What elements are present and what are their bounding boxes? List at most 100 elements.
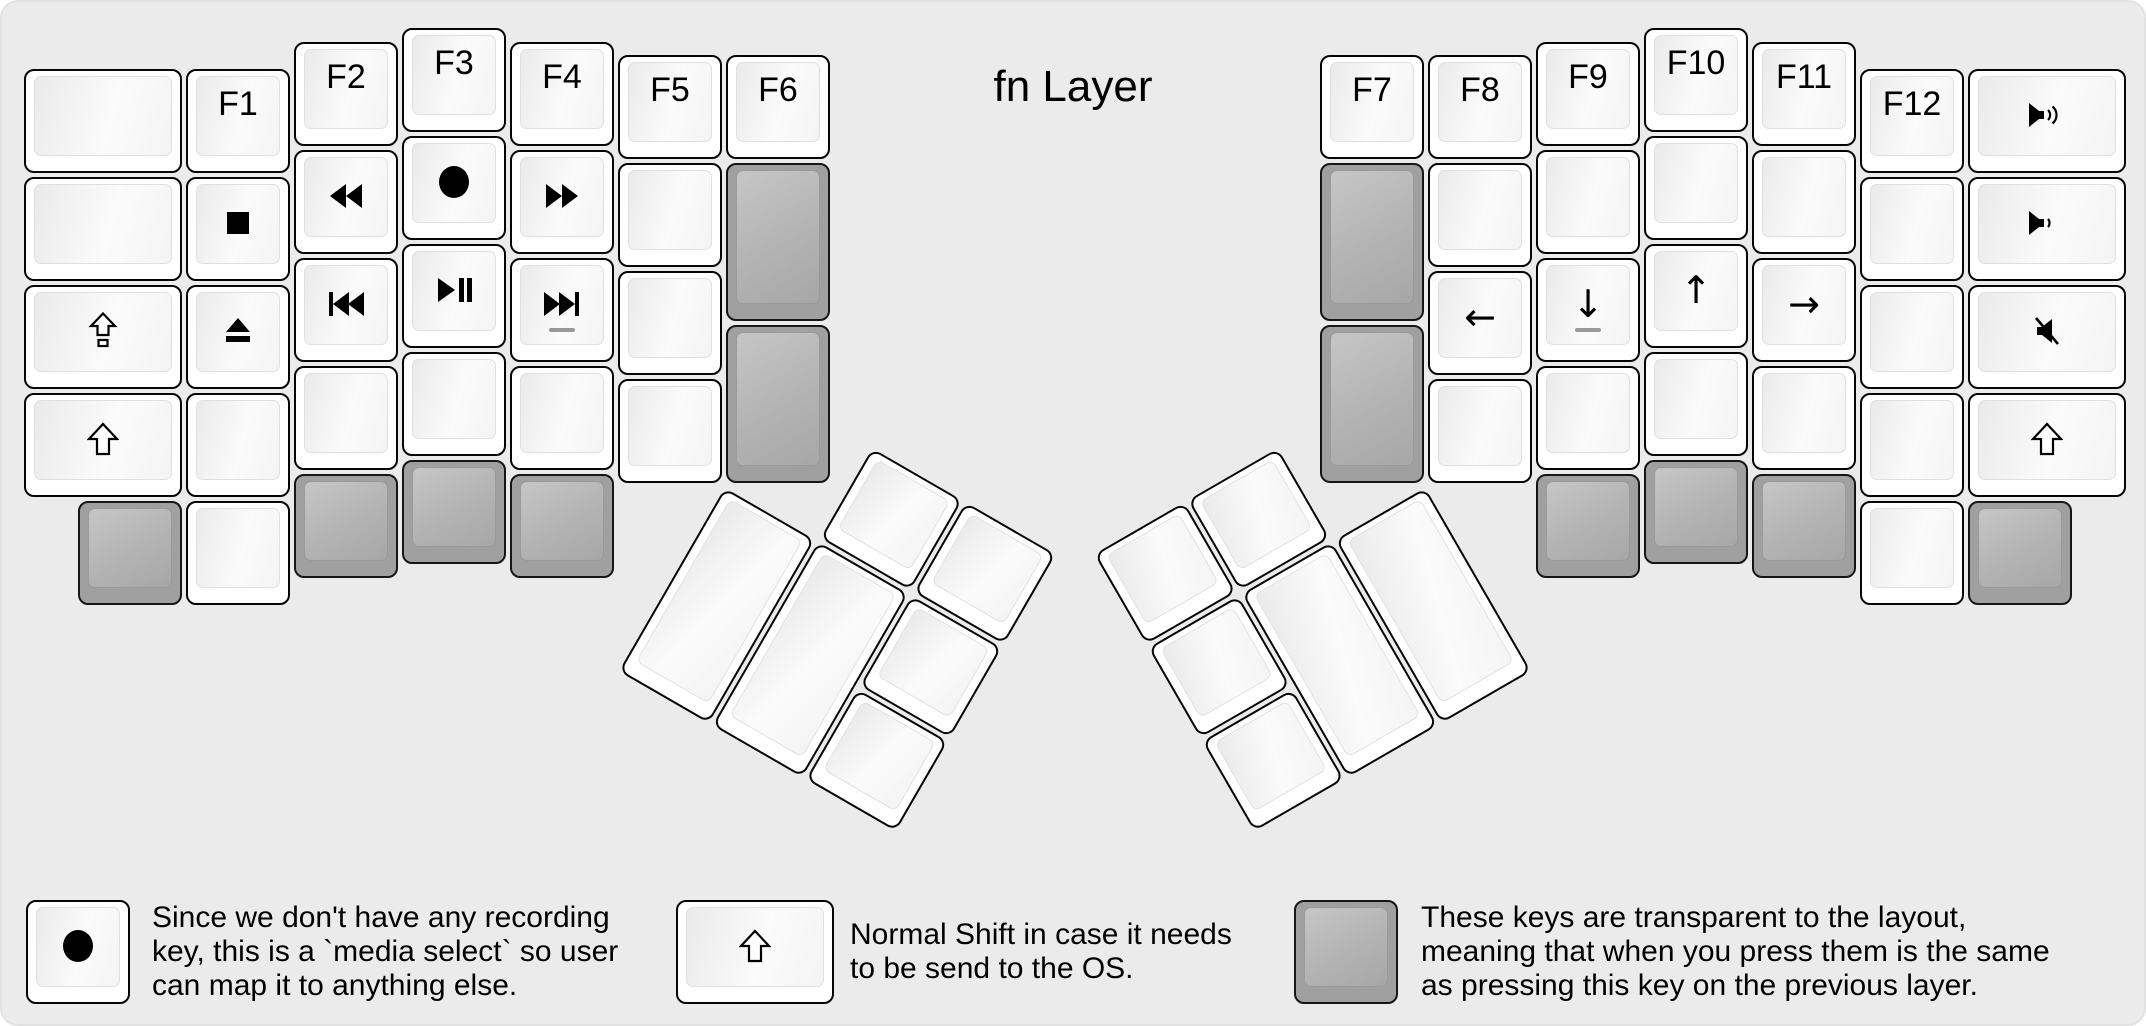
key-f4[interactable]: F4 (510, 41, 614, 146)
example-key-shift[interactable] (676, 900, 834, 1004)
key-transparent[interactable] (1752, 473, 1856, 578)
key-f3[interactable]: F3 (402, 28, 506, 132)
keycap-top (736, 62, 820, 142)
key-media-select-record[interactable] (402, 136, 506, 240)
key-label: F10 (1666, 44, 1726, 82)
keycap-top (1546, 156, 1630, 237)
key-transparent[interactable] (294, 473, 398, 578)
keycap-top (1654, 359, 1738, 439)
key-play-pause[interactable] (402, 244, 506, 348)
key-volume-down[interactable] (1968, 176, 2126, 281)
key-f2[interactable]: F2 (294, 41, 398, 146)
key-next-track[interactable] (510, 257, 614, 362)
key-label: F11 (1775, 57, 1833, 96)
key-transparent[interactable] (1536, 473, 1640, 578)
key-label: F4 (542, 57, 582, 96)
keycap-top (412, 467, 496, 547)
key-f12[interactable]: F12 (1860, 68, 1964, 173)
key-blank[interactable] (402, 352, 506, 456)
key-blank[interactable] (1860, 284, 1964, 389)
key-transparent[interactable] (402, 460, 506, 564)
key-blank[interactable] (1536, 365, 1640, 470)
record-icon (404, 138, 504, 226)
key-blank[interactable] (1752, 149, 1856, 254)
keycap-top (520, 372, 604, 453)
key-f11[interactable]: F11 (1752, 41, 1856, 146)
key-blank[interactable] (618, 271, 722, 375)
key-f8[interactable]: F8 (1428, 55, 1532, 159)
key-transparent[interactable] (726, 163, 830, 321)
key-f1[interactable]: F1 (186, 68, 290, 173)
key-blank[interactable] (24, 68, 182, 173)
keycap-top (196, 291, 280, 372)
keycap-top (1438, 278, 1522, 358)
key-transparent[interactable] (510, 473, 614, 578)
arrow-down-icon: ↓ (1572, 281, 1604, 326)
key-blank[interactable] (186, 392, 290, 497)
key-mute[interactable] (1968, 284, 2126, 389)
legend-note-text: These keys are transparent to the layout… (1421, 898, 2050, 1006)
key-eject[interactable] (186, 284, 290, 389)
key-shift[interactable] (1968, 392, 2126, 497)
keycap-top (412, 35, 496, 115)
key-volume-up[interactable] (1968, 68, 2126, 173)
prev-track-icon (296, 260, 396, 348)
key-blank[interactable] (186, 500, 290, 605)
key-stop[interactable] (186, 176, 290, 281)
key-blank[interactable] (618, 379, 722, 483)
key-prev-track[interactable] (294, 257, 398, 362)
key-blank[interactable] (510, 365, 614, 470)
key-fast-forward[interactable] (510, 149, 614, 254)
keycap-top (34, 75, 172, 156)
key-blank[interactable] (1752, 365, 1856, 470)
keycap-top (520, 480, 604, 561)
key-blank[interactable] (1428, 163, 1532, 267)
key-blank[interactable] (1644, 136, 1748, 240)
key-blank[interactable] (1860, 392, 1964, 497)
legend-note-line: key, this is a `media select` so user (152, 935, 619, 968)
key-f5[interactable]: F5 (618, 55, 722, 159)
keycap-top (1330, 332, 1414, 466)
keycap-top (1546, 480, 1630, 561)
key-transparent[interactable] (78, 500, 182, 605)
example-key-transparent[interactable] (1294, 900, 1398, 1004)
key-blank[interactable] (1428, 379, 1532, 483)
key-transparent[interactable] (1968, 500, 2072, 605)
key-transparent[interactable] (1644, 460, 1748, 564)
key-blank[interactable] (1644, 352, 1748, 456)
key-f9[interactable]: F9 (1536, 41, 1640, 146)
keycap-top (520, 48, 604, 129)
key-blank[interactable] (1536, 149, 1640, 254)
key-transparent[interactable] (1320, 325, 1424, 483)
keycap-top (1870, 507, 1954, 588)
key-label: F9 (1568, 57, 1608, 96)
key-rewind[interactable] (294, 149, 398, 254)
key-arrow-right[interactable]: → (1752, 257, 1856, 362)
key-arrow-down[interactable]: ↓ (1536, 257, 1640, 362)
key-transparent[interactable] (1320, 163, 1424, 321)
key-blank[interactable] (618, 163, 722, 267)
legend-note-text: Since we don't have any recording key, t… (152, 898, 618, 1006)
key-blank[interactable] (24, 176, 182, 281)
key-blank[interactable] (1860, 176, 1964, 281)
key-f10[interactable]: F10 (1644, 28, 1748, 132)
keycap-top (1762, 156, 1846, 237)
keycap-top (1546, 48, 1630, 129)
layer-title: fn Layer (993, 62, 1153, 111)
keycap-top (304, 48, 388, 129)
key-blank[interactable] (294, 365, 398, 470)
legend-note-text: Normal Shift in case it needs to be send… (850, 898, 1232, 1006)
key-caps-lock[interactable] (24, 284, 182, 389)
key-shift[interactable] (24, 392, 182, 497)
key-f7[interactable]: F7 (1320, 55, 1424, 159)
key-arrow-left[interactable]: ← (1428, 271, 1532, 375)
example-key-record[interactable] (26, 900, 130, 1004)
rewind-icon (296, 152, 396, 240)
key-blank[interactable] (1860, 500, 1964, 605)
key-transparent[interactable] (726, 325, 830, 483)
keycap-top (1438, 62, 1522, 142)
key-arrow-up[interactable]: ↑ (1644, 244, 1748, 348)
key-f6[interactable]: F6 (726, 55, 830, 159)
eject-icon (188, 287, 288, 375)
